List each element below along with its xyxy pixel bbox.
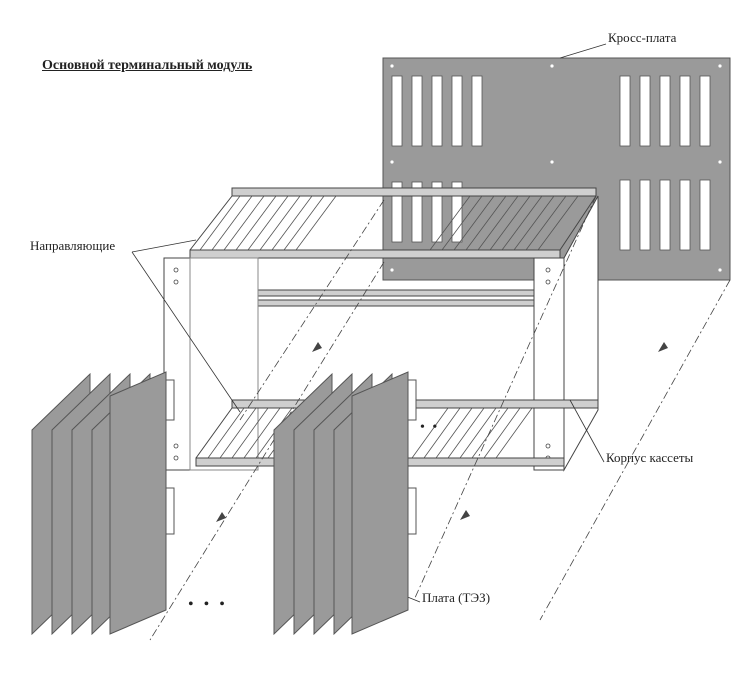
ellipsis-mid: • • [420, 420, 440, 435]
leader-lines [131, 43, 607, 603]
assembly-lines [149, 195, 731, 641]
assembly-arrows [216, 342, 668, 522]
board-stack-left [31, 371, 175, 636]
guides-label: Направляющие [30, 238, 116, 253]
board-stack-right [273, 371, 417, 636]
cassette-case-label: Корпус кассеты [606, 450, 694, 465]
ellipsis-bottom: • • • [188, 596, 228, 613]
cross-board [382, 57, 731, 281]
page-title: Основной терминальный модуль [42, 58, 253, 73]
guide-rails-top [189, 187, 597, 307]
board-label: Плата (ТЭЗ) [422, 590, 491, 605]
cross-board-label: Кросс-плата [608, 30, 677, 45]
